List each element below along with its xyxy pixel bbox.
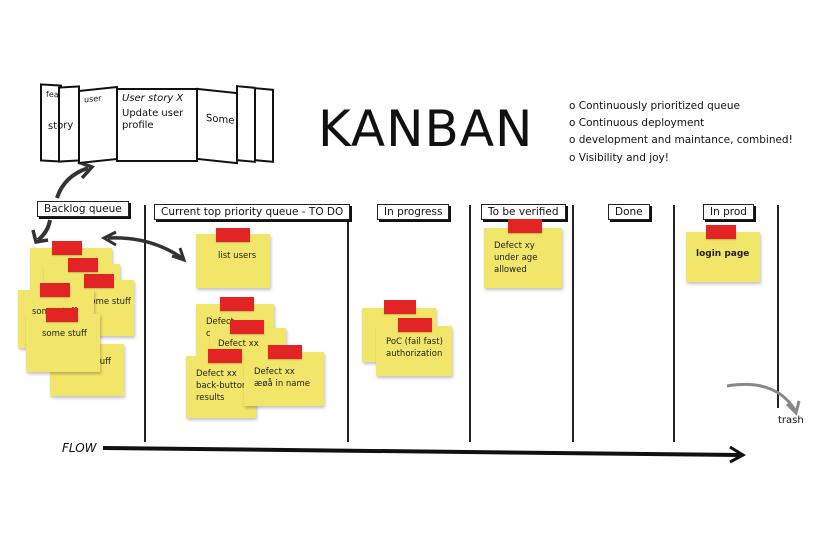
sticky-note: some stuff [26, 314, 100, 372]
column-header-in-prod: In prod [703, 204, 754, 220]
story-card-blank-2 [254, 87, 274, 163]
story-card-x-title: User story X [122, 93, 184, 104]
tape [220, 297, 254, 311]
tape [398, 318, 432, 332]
story-card-x-text: Update user profile [122, 108, 184, 131]
tape [384, 300, 416, 314]
sticky-note: Defect xy under age allowed [484, 228, 562, 288]
tape [230, 320, 264, 334]
sticky-text: some stuff [86, 297, 131, 307]
story-card-story: story [48, 85, 80, 163]
sticky-text: Defect xx back-button results [196, 369, 248, 403]
story-card-x: User story X Update user profile [116, 88, 198, 162]
sticky-text: some stuff [42, 329, 87, 339]
column-header-in-progress: In progress [377, 204, 450, 220]
page-title: KANBAN [318, 100, 534, 158]
tape [508, 219, 542, 233]
principle-item: Continuously prioritized queue [569, 98, 793, 115]
tape [208, 349, 242, 363]
tape [52, 241, 82, 255]
sticky-text: Defect [206, 317, 235, 327]
tape [268, 345, 302, 359]
sticky-note: Defect xx æøå in name [244, 352, 324, 406]
flow-label: FLOW [62, 441, 97, 455]
principle-item: development and maintance, combined! [569, 132, 793, 149]
principle-item: Visibility and joy! [569, 150, 793, 167]
principle-item: Continuous deployment [569, 115, 793, 132]
principles-list: Continuously prioritized queue Continuou… [569, 98, 793, 167]
sticky-text: stuff [92, 357, 112, 367]
sticky-note: list users [196, 234, 270, 288]
trash-label: trash [778, 415, 804, 426]
story-card-blank-1 [236, 85, 256, 163]
tape [216, 228, 250, 242]
sticky-text: list users [218, 251, 257, 261]
tape [84, 274, 114, 288]
story-card-user: user [78, 85, 118, 165]
sticky-note: login page [686, 232, 760, 282]
sticky-text: Defect xx æøå in name [254, 367, 311, 389]
sticky-text: Defect xy under age allowed [494, 241, 538, 275]
sticky-text: login page [696, 249, 750, 259]
tape [46, 308, 78, 322]
column-header-to-be-verified: To be verified [481, 204, 566, 220]
column-header-backlog: Backlog queue [37, 201, 129, 217]
sticky-text: Defect xx [218, 339, 259, 349]
story-card-story-label: story [48, 119, 74, 133]
tape [40, 283, 70, 297]
sticky-note: PoC (fail fast) authorization [376, 326, 452, 376]
tape [68, 258, 98, 272]
column-header-done: Done [608, 204, 650, 220]
column-header-todo: Current top priority queue - TO DO [154, 204, 351, 220]
story-card-some-text: Some text [196, 87, 257, 165]
story-card-user-label: user [84, 93, 102, 105]
tape [706, 225, 736, 239]
sticky-text: PoC (fail fast) authorization [386, 337, 443, 359]
sticky-text: c [206, 329, 211, 339]
